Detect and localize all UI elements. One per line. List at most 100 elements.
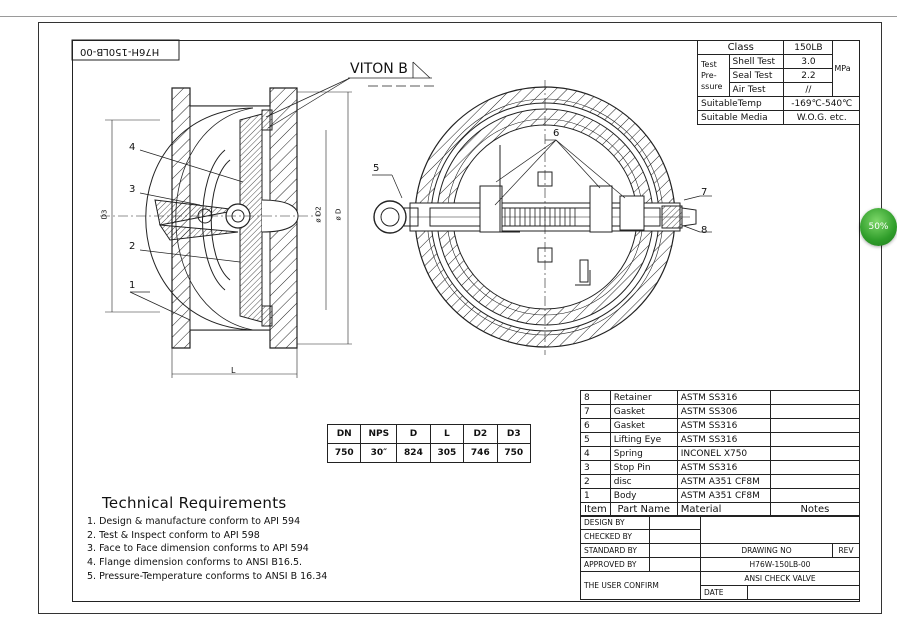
part-material: ASTM SS306 (676, 404, 771, 419)
callout-1: 1 (129, 280, 136, 291)
part-item: 3 (580, 460, 611, 475)
test-pressure-line-2: Pre- (701, 71, 717, 80)
shell-test-label: Shell Test (728, 54, 785, 69)
spec-table: Class 150LB MPa Test Pre- ssure Shell Te… (696, 40, 860, 125)
standard-by-label: STANDARD BY (580, 543, 650, 558)
part-name: Gasket (609, 418, 678, 433)
viton-label: VITON B (350, 61, 408, 77)
part-name: Spring (609, 446, 678, 461)
drawing-frame (72, 40, 860, 602)
code-box (71, 39, 180, 61)
dim-header-nps: NPS (360, 424, 398, 444)
callout-7: 7 (701, 187, 708, 198)
dim-header-l: L (429, 424, 465, 444)
dimension-table: DN NPS D L D2 D3 750 30″ 824 305 746 750 (326, 424, 532, 463)
part-notes (769, 460, 861, 475)
class-label: Class (696, 40, 785, 55)
temp-label: SuitableTemp (696, 96, 785, 111)
dim-header-d: D (396, 424, 431, 444)
dim-header-d3: D3 (496, 424, 532, 444)
part-name: Retainer (609, 390, 678, 405)
seal-test-value: 2.2 (783, 68, 834, 83)
drawing-no-value: H76W-150LB-00 (700, 557, 860, 572)
part-material: ASTM SS316 (676, 460, 771, 475)
test-pressure-line-1: Test (701, 60, 717, 69)
part-name: disc (609, 474, 678, 489)
tech-requirement-2: 2. Test & Inspect conform to API 598 (87, 530, 260, 541)
part-material: ASTM SS316 (676, 418, 771, 433)
callout-6: 6 (553, 128, 560, 139)
seal-test-label: Seal Test (728, 68, 785, 83)
part-material: ASTM A351 CF8M (676, 474, 771, 489)
dim-header-dn: DN (326, 424, 362, 444)
part-notes (769, 446, 861, 461)
dim-value-nps: 30″ (360, 443, 398, 463)
dim-label-D2: ø D2 (314, 206, 323, 223)
dim-value-d: 824 (396, 443, 431, 463)
temp-value: -169℃-540℃ (783, 96, 860, 111)
dim-label-D: ø D (334, 208, 343, 221)
date-label: DATE (700, 585, 748, 600)
part-notes (769, 432, 861, 447)
dim-header-d2: D2 (463, 424, 498, 444)
air-test-label: Air Test (728, 82, 785, 97)
tech-requirement-4: 4. Flange dimension conforms to ANSI B16… (87, 557, 303, 568)
zoom-level-badge[interactable]: 50% (860, 208, 897, 246)
dim-label-D3: D3 (100, 209, 109, 220)
rev-label: REV (832, 543, 860, 558)
part-item: 8 (580, 390, 611, 405)
class-value: 150LB (783, 40, 834, 55)
dim-value-d3: 750 (496, 443, 532, 463)
part-item: 1 (580, 488, 611, 503)
air-test-value: // (783, 82, 834, 97)
part-name: Body (609, 488, 678, 503)
viewer-top-bar (0, 0, 897, 17)
part-notes (769, 404, 861, 419)
part-notes (769, 474, 861, 489)
part-name: Lifting Eye (609, 432, 678, 447)
test-pressure-line-3: ssure (701, 82, 723, 91)
part-notes (769, 488, 861, 503)
part-name: Stop Pin (609, 460, 678, 475)
design-by-label: DESIGN BY (580, 515, 650, 530)
dim-value-dn: 750 (326, 443, 362, 463)
title-block: DESIGN BY CHECKED BY STANDARD BY DRAWING… (580, 515, 860, 600)
drawing-no-label: DRAWING NO (700, 543, 833, 558)
viton-marker (348, 61, 436, 87)
side-section-view (100, 77, 352, 378)
part-item: 5 (580, 432, 611, 447)
callout-8: 8 (701, 225, 708, 236)
drawing-code-mirrored: H76H-150LB-00 (80, 46, 160, 57)
callout-2: 2 (129, 241, 136, 252)
part-item: 4 (580, 446, 611, 461)
tech-requirement-1: 1. Design & manufacture conform to API 5… (87, 516, 301, 527)
drawing-sheet-border (38, 22, 882, 614)
checked-by-label: CHECKED BY (580, 529, 650, 544)
callout-3: 3 (129, 184, 136, 195)
shell-test-value: 3.0 (783, 54, 834, 69)
part-material: INCONEL X750 (676, 446, 771, 461)
part-material: ASTM SS316 (676, 390, 771, 405)
front-view (372, 80, 712, 355)
tech-requirements-title: Technical Requirements (102, 494, 287, 512)
media-value: W.O.G. etc. (783, 110, 860, 125)
part-item: 2 (580, 474, 611, 489)
part-item: 6 (580, 418, 611, 433)
media-label: Suitable Media (696, 110, 785, 125)
part-notes (769, 390, 861, 405)
tech-requirement-5: 5. Pressure-Temperature conforms to ANSI… (87, 571, 328, 582)
part-material: ASTM SS316 (676, 432, 771, 447)
part-notes (769, 418, 861, 433)
part-item: 7 (580, 404, 611, 419)
dim-value-l: 305 (429, 443, 465, 463)
part-material: ASTM A351 CF8M (676, 488, 771, 503)
user-confirm-label: THE USER CONFIRM (580, 571, 701, 600)
